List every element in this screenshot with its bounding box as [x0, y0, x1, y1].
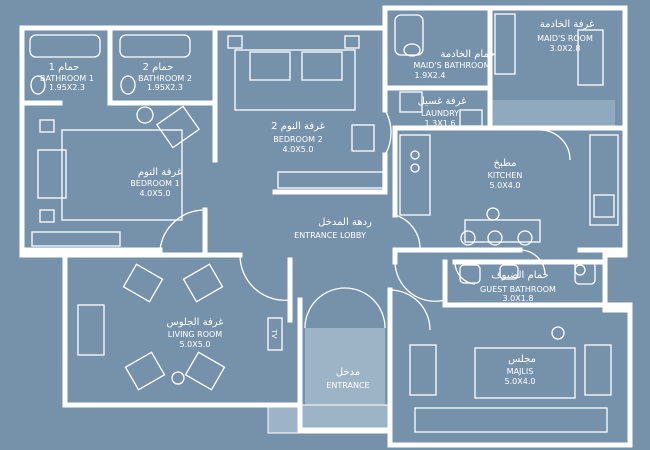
guest-bathroom-dim: 3.0X1.8	[503, 294, 534, 303]
bedroom1-en: BEDROOM 1	[130, 179, 179, 188]
bathroom1-ar: حمام 1	[49, 62, 80, 73]
entrance-lobby-ar: ردهة المدخل	[318, 217, 372, 228]
bathroom2-dim: 1.95X2.3	[147, 83, 183, 92]
bedroom1-dim: 4.0X5.0	[140, 189, 171, 198]
majlis-en: MAJLIS	[507, 367, 534, 376]
walls	[19, 5, 633, 448]
laundry-en: LAUNDRY	[421, 109, 459, 118]
living-room-en: LIVING ROOM	[168, 330, 223, 339]
bathroom2-en: BATHROOM 2	[138, 74, 192, 83]
living-room-dim: 5.0X5.0	[180, 340, 211, 349]
kitchen-en: KITCHEN	[488, 171, 523, 180]
entrance-area	[305, 328, 385, 410]
bedroom2-en: BEDROOM 2	[273, 135, 322, 144]
majlis-ar: مجلس	[508, 354, 536, 365]
tv-label: TV	[270, 328, 278, 338]
bedroom2-ar: غرفة النوم 2	[271, 121, 325, 132]
laundry-ar: غرفة غسيل	[418, 96, 467, 107]
entrance-ar: مدخل	[336, 367, 360, 378]
laundry-dim: 1.3X1.6	[425, 119, 456, 128]
entrance-lobby-en: ENTRANCE LOBBY	[294, 231, 366, 240]
entrance-en: ENTRANCE	[326, 381, 369, 390]
bathroom1-en: BATHROOM 1	[40, 74, 94, 83]
maid-room-dim: 3.0X2.8	[550, 44, 581, 53]
guest-bathroom-en: GUEST BATHROOM	[480, 285, 556, 294]
majlis-dim: 5.0X4.0	[505, 377, 536, 386]
bedroom1-ar: غرفة النوم	[138, 167, 182, 178]
fixtures	[20, 13, 619, 433]
maid-bathroom-ar: حمام الخادمة	[441, 49, 496, 60]
bedroom2-dim: 4.0X5.0	[283, 145, 314, 154]
maid-passage	[490, 100, 615, 130]
guest-bathroom-ar: حمام الضيوف	[491, 270, 548, 281]
maid-bathroom-en: MAID'S BATHROOM	[413, 61, 490, 70]
maid-bathroom-dim: 1.9X2.4	[415, 71, 446, 80]
room-labels: حمام 1 BATHROOM 1 1.95X2.3 حمام 2 BATHRO…	[40, 19, 594, 390]
living-room-ar: غرفة الجلوس	[166, 317, 223, 328]
bathroom2-ar: حمام 2	[143, 62, 174, 73]
bathroom1-dim: 1.95X2.3	[49, 83, 85, 92]
kitchen-ar: مطبخ	[493, 158, 516, 169]
maid-room-en: MAID'S ROOM	[537, 34, 593, 43]
maid-room-ar: غرفة الخادمة	[540, 19, 595, 30]
kitchen-dim: 5.0X4.0	[490, 181, 521, 190]
